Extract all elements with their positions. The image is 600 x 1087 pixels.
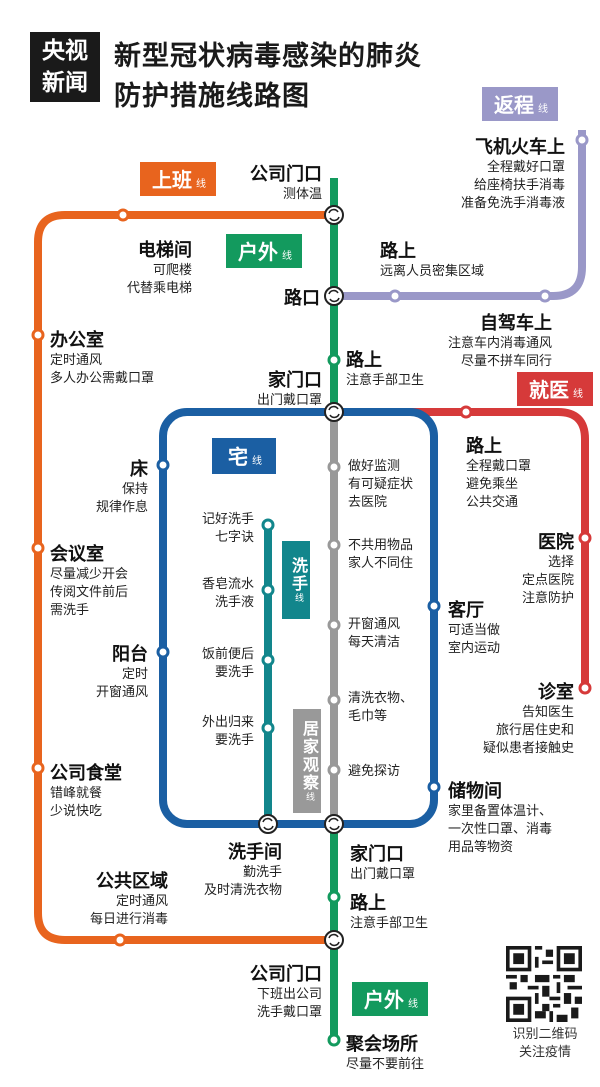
observe-line-tag: 居家观察线 bbox=[293, 709, 321, 813]
interchange-washroom bbox=[258, 814, 278, 834]
station-gathering: 聚会场所 尽量不要前往 bbox=[346, 1034, 425, 1072]
dot-road-return bbox=[388, 289, 402, 303]
dot-obs1 bbox=[327, 460, 341, 474]
station-clinic: 诊室 告知医生 旅行居住史和 疑似患者接触史 bbox=[482, 682, 574, 756]
handwash-line-tag: 洗手线 bbox=[282, 541, 310, 619]
dot-road-medical bbox=[459, 405, 473, 419]
station-storage: 储物间 家里备置体温计、 一次性口罩、消毒 用品等物资 bbox=[448, 781, 553, 855]
work-line bbox=[34, 211, 334, 944]
station-washroom: 洗手间 勤洗手 及时清洗衣物 bbox=[203, 842, 282, 898]
handwash-item-1: 记好洗手七字诀 bbox=[201, 512, 254, 545]
qr-caption: 识别二维码 关注疫情 bbox=[512, 1027, 578, 1060]
observe-item-1: 做好监测有可疑症状去医院 bbox=[348, 459, 414, 510]
station-hospital: 医院 选择 定点医院 注意防护 bbox=[521, 532, 574, 606]
medical-line bbox=[334, 408, 589, 690]
interchange-home-bottom bbox=[324, 814, 344, 834]
station-crossing: 路口 bbox=[284, 288, 320, 309]
logo-line2: 新闻 bbox=[42, 70, 88, 96]
work-line-tag: 上班线 bbox=[140, 162, 216, 196]
station-living-room: 客厅 可适当做 室内运动 bbox=[448, 600, 501, 656]
handwash-item-3: 饭前便后要洗手 bbox=[201, 647, 254, 680]
station-meeting: 会议室 尽量减少开会 传阅文件前后 需洗手 bbox=[50, 544, 129, 618]
dot-balcony bbox=[156, 645, 170, 659]
dot-elevator bbox=[116, 208, 130, 222]
interchange-crossing bbox=[324, 286, 344, 306]
observe-item-3: 开窗通风每天清洁 bbox=[348, 617, 401, 650]
dot-obs2 bbox=[327, 538, 341, 552]
observe-item-2: 不共用物品家人不同住 bbox=[348, 538, 414, 571]
dot-hw1 bbox=[261, 518, 275, 532]
station-elevator: 电梯间 可爬楼 代替乘电梯 bbox=[126, 240, 192, 296]
station-balcony: 阳台 定时 开窗通风 bbox=[95, 644, 148, 700]
dot-obs5 bbox=[327, 763, 341, 777]
dot-storage bbox=[427, 780, 441, 794]
return-line-tag: 返程线 bbox=[482, 87, 558, 121]
station-road-mid: 路上 注意手部卫生 bbox=[346, 350, 425, 388]
dot-hw3 bbox=[261, 653, 275, 667]
title-line2: 防护措施线路图 bbox=[114, 81, 310, 112]
outdoor-line-tag-bottom: 户外线 bbox=[352, 982, 428, 1016]
outdoor-line-tag: 户外线 bbox=[226, 234, 302, 268]
observe-item-5: 避免探访 bbox=[348, 764, 401, 779]
handwash-item-4: 外出归来要洗手 bbox=[201, 715, 254, 748]
logo-line1: 央视 bbox=[42, 38, 88, 64]
dot-plane bbox=[575, 133, 589, 147]
station-self-drive: 自驾车上 注意车内消毒通风 尽量不拼车同行 bbox=[447, 313, 552, 369]
home-line-tag: 宅线 bbox=[212, 438, 276, 474]
dot-bed bbox=[156, 458, 170, 472]
dot-hw2 bbox=[261, 583, 275, 597]
station-road-return: 路上 远离人员密集区域 bbox=[380, 241, 485, 279]
dot-road-bottom bbox=[327, 890, 341, 904]
dot-public bbox=[113, 933, 127, 947]
dot-meeting bbox=[31, 541, 45, 555]
station-canteen: 公司食堂 错峰就餐 少说快吃 bbox=[50, 763, 122, 819]
dot-clinic bbox=[578, 681, 592, 695]
dot-obs4 bbox=[327, 693, 341, 707]
title-line1: 新型冠状病毒感染的肺炎 bbox=[114, 41, 422, 72]
interchange-company-bottom bbox=[324, 930, 344, 950]
interchange-company-top bbox=[324, 205, 344, 225]
return-line bbox=[334, 130, 586, 300]
station-plane-train: 飞机火车上 全程戴好口罩 给座椅扶手消毒 准备免洗手消毒液 bbox=[460, 137, 565, 211]
station-office: 办公室 定时通风 多人办公需戴口罩 bbox=[50, 330, 155, 386]
dot-road-mid bbox=[327, 353, 341, 367]
medical-line-tag: 就医线 bbox=[517, 372, 593, 406]
station-home-door-top: 家门口 出门戴口罩 bbox=[256, 370, 322, 408]
dot-living bbox=[427, 599, 441, 613]
station-road-medical: 路上 全程戴口罩 避免乘坐 公共交通 bbox=[466, 436, 532, 510]
station-company-door-top: 公司门口 测体温 bbox=[250, 164, 322, 202]
dot-gathering bbox=[327, 1033, 341, 1047]
handwash-item-2: 香皂流水洗手液 bbox=[201, 577, 254, 610]
dot-canteen bbox=[31, 761, 45, 775]
qr-code-icon[interactable] bbox=[506, 946, 582, 1022]
home-loop bbox=[159, 408, 438, 828]
station-home-door-bottom: 家门口 出门戴口罩 bbox=[350, 844, 416, 882]
dot-selfdrive bbox=[538, 289, 552, 303]
station-road-bottom: 路上 注意手部卫生 bbox=[350, 893, 429, 931]
station-bed: 床 保持 规律作息 bbox=[95, 459, 148, 515]
dot-obs3 bbox=[327, 618, 341, 632]
observe-item-4: 清洗衣物、毛巾等 bbox=[348, 691, 414, 724]
interchange-home-top bbox=[324, 402, 344, 422]
dot-office bbox=[31, 328, 45, 342]
cctv-news-logo: 央视 新闻 bbox=[30, 32, 100, 102]
station-company-door-bottom: 公司门口 下班出公司 洗手戴口罩 bbox=[250, 964, 322, 1020]
dot-hw4 bbox=[261, 721, 275, 735]
station-public-area: 公共区域 定时通风 每日进行消毒 bbox=[89, 871, 168, 927]
dot-hospital bbox=[578, 531, 592, 545]
